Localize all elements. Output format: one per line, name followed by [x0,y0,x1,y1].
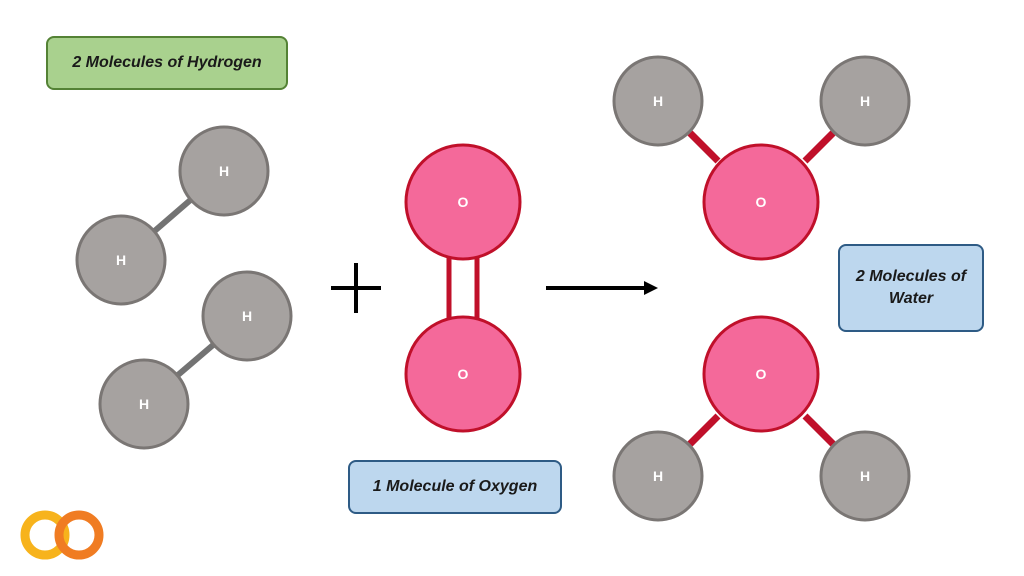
hydrogen-atom: H [612,55,704,147]
oxygen-label: 1 Molecule of Oxygen [348,460,562,514]
atom-symbol: H [242,308,252,324]
atom-symbol: H [219,163,229,179]
atom-symbol: H [116,252,126,268]
oxygen-atom: O [404,143,522,261]
atom-symbol: O [458,194,469,210]
water-molecule-2: O H H [612,315,911,522]
water-molecule-1: H H O [612,55,911,261]
hydrogen-atom: H [178,125,270,217]
plus-icon [331,263,381,313]
atom-symbol: H [860,93,870,109]
hydrogen-atom: H [201,270,293,362]
oxygen-atom: O [404,315,522,433]
atom-symbol: O [756,366,767,382]
hydrogen-molecule-2: H H [98,270,293,450]
hydrogen-label: 2 Molecules of Hydrogen [46,36,288,90]
atom-symbol: O [458,366,469,382]
hydrogen-atom: H [819,55,911,147]
hydrogen-molecule-1: H H [75,125,270,306]
atom-symbol: H [860,468,870,484]
atom-symbol: O [756,194,767,210]
hydrogen-atom: H [98,358,190,450]
hydrogen-atom: H [612,430,704,522]
oxygen-molecule: O O [404,143,522,433]
arrow-right-icon [546,281,658,295]
oxygen-atom: O [702,143,820,261]
atom-symbol: H [653,93,663,109]
logo-icon [20,510,104,560]
hydrogen-atom: H [75,214,167,306]
water-label: 2 Molecules of Water [838,244,984,332]
hydrogen-atom: H [819,430,911,522]
oxygen-atom: O [702,315,820,433]
atom-symbol: H [139,396,149,412]
atom-symbol: H [653,468,663,484]
